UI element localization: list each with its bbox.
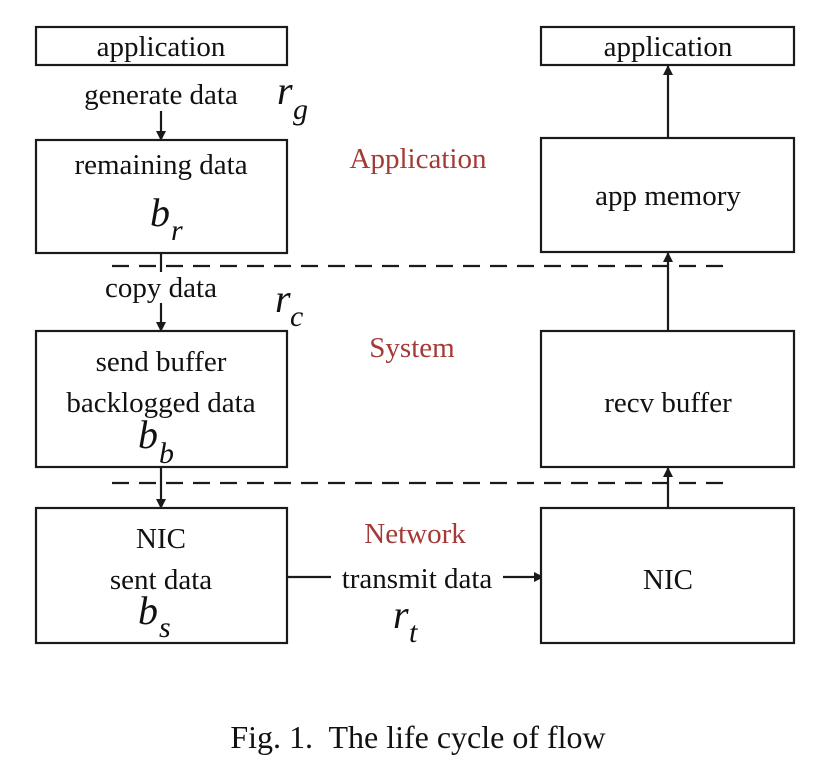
- svg-text:r: r: [171, 214, 183, 247]
- right-nic-label: NIC: [643, 564, 693, 596]
- svg-text:b: b: [138, 412, 158, 457]
- layer-label-network: Network: [364, 518, 466, 550]
- svg-text:b: b: [138, 588, 158, 633]
- svg-text:c: c: [290, 300, 303, 333]
- rate-c-symbol: r c: [275, 276, 303, 333]
- recv-buffer-box: [539, 329, 796, 469]
- transmit-label-bg: [331, 560, 503, 592]
- left-application-label: application: [97, 31, 226, 63]
- backlogged-data-label: backlogged data: [66, 387, 255, 419]
- right-nic-box: [539, 506, 796, 645]
- remaining-data-label: remaining data: [74, 149, 247, 181]
- svg-text:g: g: [293, 93, 308, 126]
- figure-caption: Fig. 1. The life cycle of flow: [230, 719, 605, 755]
- svg-text:r: r: [277, 68, 293, 113]
- left-nic-box: [34, 506, 289, 645]
- layer-label-application: Application: [350, 143, 487, 175]
- right-application-label: application: [604, 31, 733, 63]
- b-b-symbol: b b: [138, 412, 174, 470]
- b-r-symbol: b r: [150, 190, 183, 247]
- sent-data-label: sent data: [110, 564, 212, 596]
- left-nic-label: NIC: [136, 523, 186, 555]
- left-application-box: [34, 25, 289, 67]
- send-buffer-box: [34, 329, 289, 469]
- app-memory-label: app memory: [595, 180, 741, 212]
- rate-t-symbol: r t: [393, 592, 418, 649]
- rate-g-symbol: r g: [277, 68, 308, 126]
- transmit-data-label: transmit data: [342, 563, 493, 595]
- copy-data-label: copy data: [105, 272, 217, 304]
- svg-text:t: t: [409, 616, 418, 649]
- layer-label-system: System: [369, 332, 455, 364]
- svg-text:b: b: [150, 190, 170, 235]
- generate-data-label: generate data: [84, 79, 238, 111]
- send-buffer-label: send buffer: [96, 346, 227, 378]
- svg-text:r: r: [393, 592, 409, 637]
- svg-text:r: r: [275, 276, 291, 321]
- app-memory-box: [539, 136, 796, 254]
- recv-buffer-label: recv buffer: [604, 387, 732, 419]
- svg-text:b: b: [159, 437, 174, 470]
- b-s-symbol: b s: [138, 588, 171, 644]
- svg-text:s: s: [159, 611, 171, 644]
